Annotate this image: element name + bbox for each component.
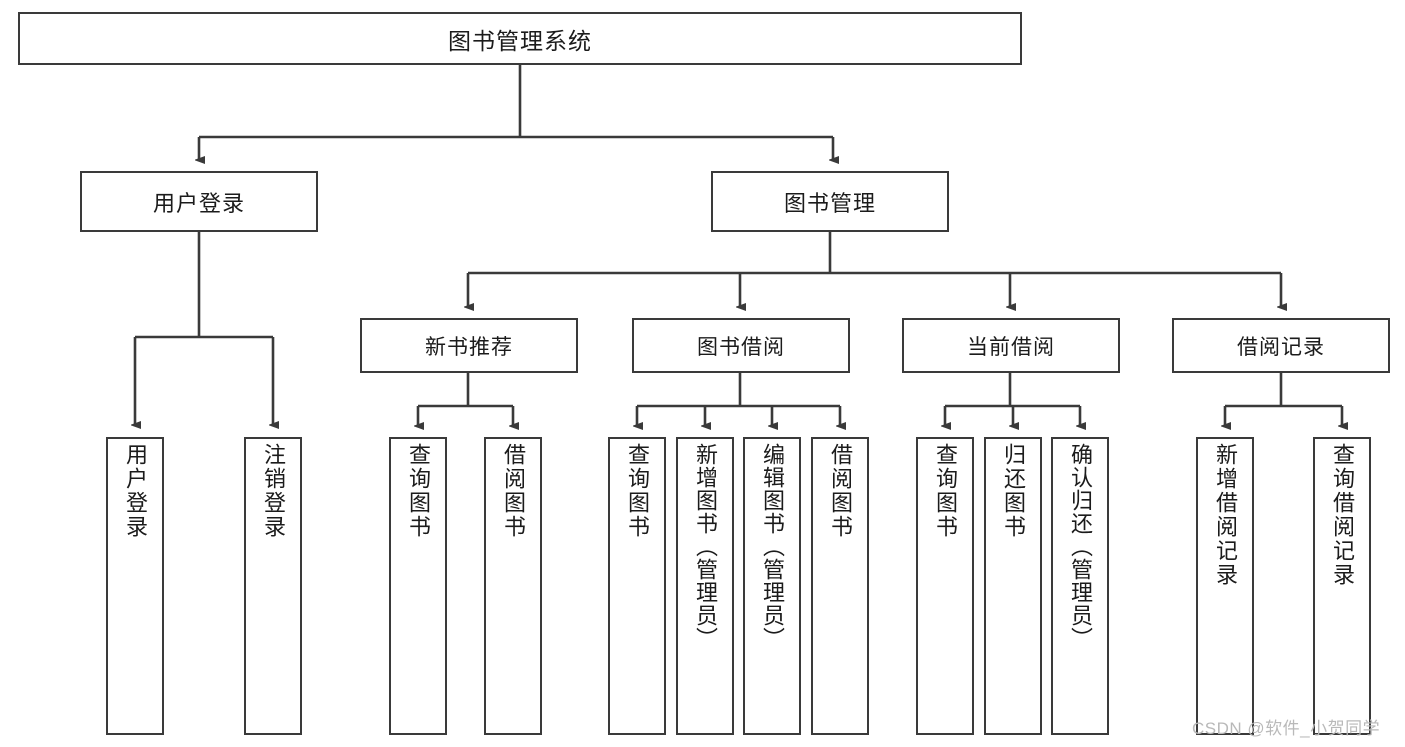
node-user-login[interactable]: 用户登录 xyxy=(80,171,318,232)
leaf-user-logout-label: 注销登录 xyxy=(261,443,286,539)
leaf-add-book-admin[interactable]: 新增图书（管理员） xyxy=(676,437,734,735)
leaf-query-book-recommend-label: 查询图书 xyxy=(406,443,431,539)
leaf-query-book-borrow-label: 查询图书 xyxy=(625,443,650,539)
node-book-borrow-label: 图书借阅 xyxy=(697,335,785,359)
leaf-edit-book-admin[interactable]: 编辑图书（管理员） xyxy=(743,437,801,735)
node-user-login-label: 用户登录 xyxy=(152,190,245,216)
leaf-add-borrow-record-label: 新增借阅记录 xyxy=(1213,443,1238,587)
leaf-query-borrow-record[interactable]: 查询借阅记录 xyxy=(1313,437,1371,735)
leaf-confirm-return-admin[interactable]: 确认归还（管理员） xyxy=(1051,437,1109,735)
leaf-borrow-book-label: 借阅图书 xyxy=(828,443,853,539)
leaf-confirm-return-admin-label: 确认归还（管理员） xyxy=(1068,443,1093,650)
leaf-return-book-label: 归还图书 xyxy=(1001,443,1026,539)
leaf-query-book-recommend[interactable]: 查询图书 xyxy=(389,437,447,735)
node-root-label: 图书管理系统 xyxy=(448,27,592,54)
leaf-borrow-book[interactable]: 借阅图书 xyxy=(811,437,869,735)
leaf-query-book-current[interactable]: 查询图书 xyxy=(916,437,974,735)
leaf-query-book-current-label: 查询图书 xyxy=(933,443,958,539)
leaf-borrow-book-recommend[interactable]: 借阅图书 xyxy=(484,437,542,735)
node-new-book-recommend[interactable]: 新书推荐 xyxy=(360,318,578,373)
node-borrow-records[interactable]: 借阅记录 xyxy=(1172,318,1390,373)
node-borrow-records-label: 借阅记录 xyxy=(1237,335,1325,359)
node-root[interactable]: 图书管理系统 xyxy=(18,12,1022,65)
leaf-query-book-borrow[interactable]: 查询图书 xyxy=(608,437,666,735)
leaf-add-borrow-record[interactable]: 新增借阅记录 xyxy=(1196,437,1254,735)
leaf-query-borrow-record-label: 查询借阅记录 xyxy=(1330,443,1355,587)
leaf-edit-book-admin-label: 编辑图书（管理员） xyxy=(760,443,785,650)
node-book-borrow[interactable]: 图书借阅 xyxy=(632,318,850,373)
leaf-user-login-label: 用户登录 xyxy=(123,443,148,539)
leaf-add-book-admin-label: 新增图书（管理员） xyxy=(693,443,718,650)
node-current-borrow-label: 当前借阅 xyxy=(967,335,1055,359)
node-book-management[interactable]: 图书管理 xyxy=(711,171,949,232)
node-book-management-label: 图书管理 xyxy=(783,190,876,216)
leaf-borrow-book-recommend-label: 借阅图书 xyxy=(501,443,526,539)
watermark: CSDN @软件_小贺同学 xyxy=(1192,719,1381,738)
leaf-user-login[interactable]: 用户登录 xyxy=(106,437,164,735)
node-current-borrow[interactable]: 当前借阅 xyxy=(902,318,1120,373)
node-new-book-recommend-label: 新书推荐 xyxy=(425,335,513,359)
leaf-return-book[interactable]: 归还图书 xyxy=(984,437,1042,735)
leaf-user-logout[interactable]: 注销登录 xyxy=(244,437,302,735)
